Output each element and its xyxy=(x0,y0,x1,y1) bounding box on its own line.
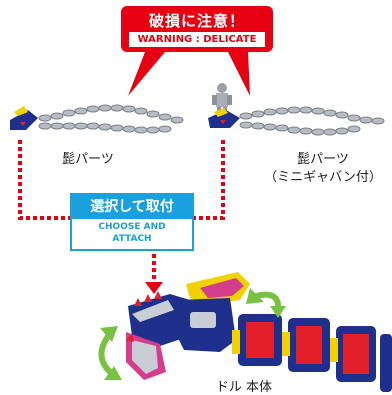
down-arrow-head xyxy=(145,282,163,294)
right-chain-lower xyxy=(239,121,361,136)
choose-attach-title: 選択して取付 xyxy=(72,195,192,219)
warning-pointer-left xyxy=(128,52,165,96)
left-chain-lower xyxy=(38,122,172,134)
main-body-label: ドル 本体 xyxy=(215,380,273,395)
body-segments xyxy=(232,314,392,392)
right-part-label-line1: 髭パーツ xyxy=(297,152,349,167)
choose-attach-subtitle-line1: CHOOSE AND xyxy=(98,222,166,232)
rotate-arrow-head-top-right xyxy=(270,306,286,318)
choose-attach-box: 選択して取付 CHOOSE AND ATTACH xyxy=(70,193,194,251)
warning-subtitle: WARNING : DELICATE xyxy=(129,32,265,47)
warning-pointer-right xyxy=(228,52,250,96)
left-part-label: 髭パーツ xyxy=(62,152,114,167)
right-beard-part xyxy=(208,108,240,128)
rotate-arrow-head-top-left xyxy=(246,288,264,304)
right-part-label-line2: （ミニギャバン付） xyxy=(264,170,382,185)
rotate-arrow-head-jaw-bottom xyxy=(104,366,122,380)
dragon-head xyxy=(126,272,250,380)
left-chain-upper xyxy=(38,104,184,124)
right-chain-upper xyxy=(239,106,385,125)
warning-callout: 破損に注意！ WARNING : DELICATE xyxy=(121,6,273,52)
rotate-arrow-head-jaw-top xyxy=(100,326,118,342)
dotted-connectors xyxy=(18,140,225,284)
rotate-arrow-icon-jaw xyxy=(98,332,115,377)
left-beard-part xyxy=(10,106,38,130)
warning-title: 破損に注意！ xyxy=(148,12,245,30)
choose-attach-subtitle-line2: ATTACH xyxy=(112,234,152,244)
